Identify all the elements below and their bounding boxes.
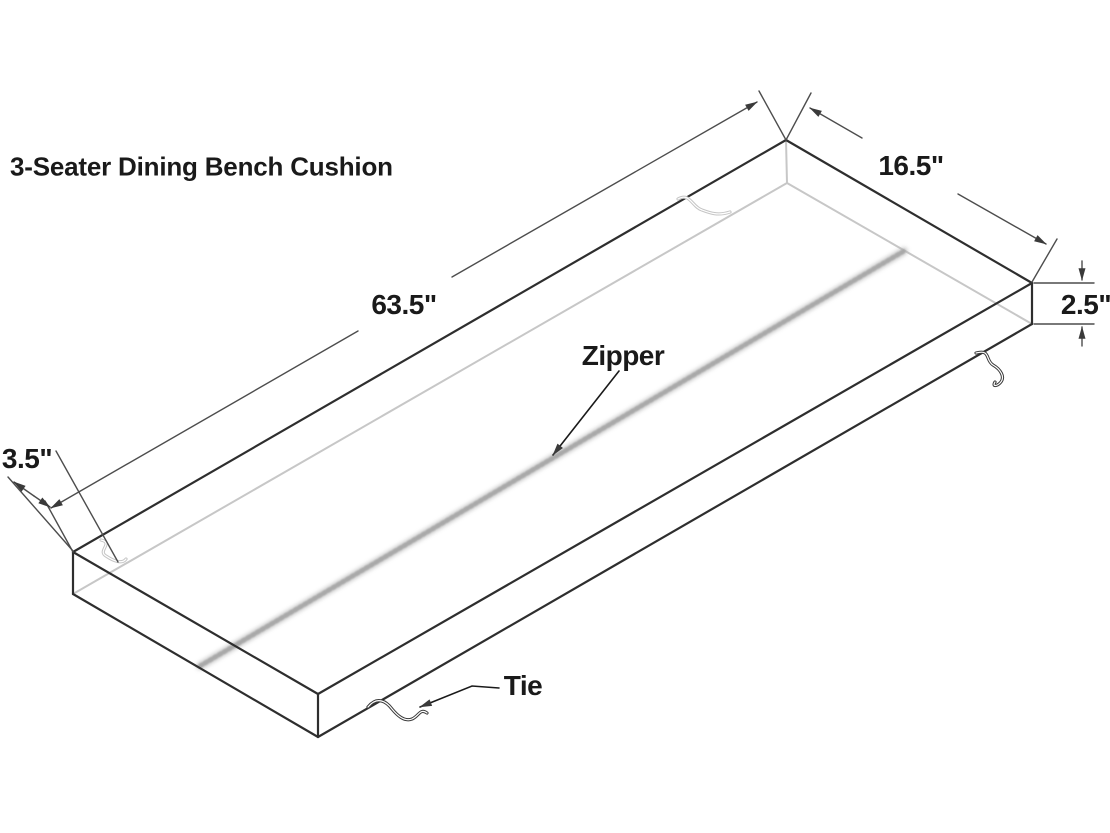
tie-left-corner <box>99 538 128 564</box>
tie-leader-arrow <box>419 685 500 708</box>
zipper-label: Zipper <box>581 340 665 371</box>
zipper-leader-arrow <box>552 370 620 456</box>
zipper-line <box>196 247 908 670</box>
corner-ties <box>99 195 1005 722</box>
tie-offset-dimension-label: 3.5" <box>1 443 53 474</box>
cushion-outline <box>71 138 1034 739</box>
tie-label: Tie <box>503 670 543 701</box>
tie-right <box>974 350 1005 388</box>
tie-back-left <box>676 195 732 216</box>
tie-front <box>366 699 429 722</box>
leader-arrows <box>419 370 620 708</box>
width-dimension-label: 16.5" <box>878 150 944 181</box>
dimension-lines <box>13 101 1086 509</box>
length-dimension-label: 63.5" <box>371 289 437 320</box>
thickness-dimension-label: 2.5" <box>1060 289 1110 320</box>
diagram-title: 3-Seater Dining Bench Cushion <box>10 151 393 182</box>
hidden-bottom-edges <box>72 139 1033 595</box>
